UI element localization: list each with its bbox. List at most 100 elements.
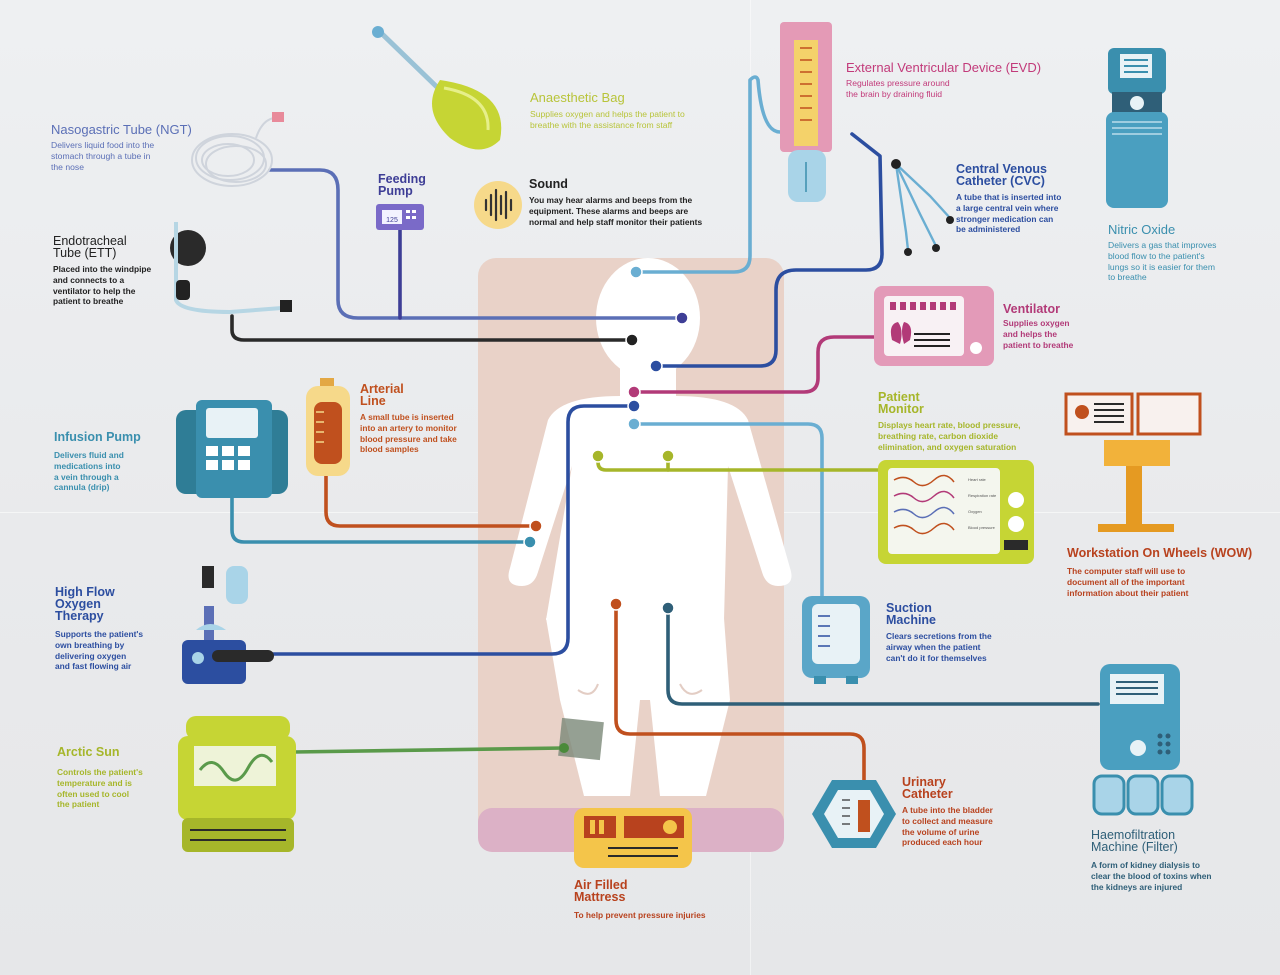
haemofiltration-machine-icon [1092, 664, 1194, 816]
haemo-connection-dot [661, 601, 675, 615]
ngt-connection-dot [675, 311, 689, 325]
ventilator-label: Ventilator Supplies oxygen and helps the… [1003, 303, 1123, 350]
cvc-catheter-icon [891, 159, 954, 256]
air-mattress-pump-icon [574, 808, 692, 868]
urinary-catheter-bag-icon [812, 780, 896, 848]
suction-description: Clears secretions from the airway when t… [886, 631, 992, 663]
evd-label: External Ventricular Device (EVD) Regula… [846, 60, 1066, 100]
ventilator-title: Ventilator [1003, 302, 1060, 316]
ett-description: Placed into the windpipe and connects to… [53, 264, 152, 307]
suction-connection-dot [627, 417, 641, 431]
evd-device-icon [780, 22, 832, 202]
ett-tube-icon [170, 222, 292, 315]
wow-description: The computer staff will use to document … [1067, 566, 1189, 598]
suction-title: Suction Machine [886, 601, 937, 627]
patient-monitor-description: Displays heart rate, blood pressure, bre… [878, 420, 1021, 452]
ngt-line [268, 168, 684, 320]
ventilator-description: Supplies oxygen and helps the patient to… [1003, 318, 1074, 350]
hfot-line [266, 404, 636, 656]
suction-machine-icon [802, 596, 870, 684]
sound-description: You may hear alarms and beeps from the e… [529, 195, 703, 227]
suction-label: Suction Machine Clears secretions from t… [886, 602, 1026, 663]
haemofiltration-title: Haemofiltration Machine (Filter) [1091, 828, 1178, 854]
wow-label: Workstation On Wheels (WOW) The computer… [1067, 547, 1267, 598]
patient-body-silhouette [508, 258, 792, 796]
cvc-label: Central Venous Catheter (CVC) A tube tha… [956, 163, 1116, 235]
cvc-title: Central Venous Catheter (CVC) [956, 162, 1047, 188]
urinary-catheter-title: Urinary Catheter [902, 775, 953, 801]
nitric-oxide-description: Delivers a gas that improves blood flow … [1108, 240, 1217, 283]
ngt-title: Nasogastric Tube (NGT) [51, 122, 192, 137]
nitric-oxide-label: Nitric Oxide Delivers a gas that improve… [1108, 222, 1268, 283]
arterial-line-label: Arterial Line A small tube is inserted i… [360, 383, 500, 455]
ventilator-connection-dot [627, 385, 641, 399]
infusion-pump-icon [176, 400, 288, 498]
arterial-line [324, 464, 538, 528]
nitric-oxide-title: Nitric Oxide [1108, 222, 1176, 237]
arctic-sun-title: Arctic Sun [57, 745, 120, 759]
sound-label: Sound You may hear alarms and beeps from… [529, 178, 759, 227]
arterial-line-description: A small tube is inserted into an artery … [360, 412, 457, 455]
infusion-pump-label: Infusion Pump Delivers fluid and medicat… [54, 431, 194, 493]
ventilator-line [632, 335, 876, 394]
arctic-sun-machine-icon [178, 716, 296, 852]
monitor-connection-dot [591, 449, 605, 463]
infusion-pump-description: Delivers fluid and medications into a ve… [54, 450, 124, 493]
arctic-sun-description: Controls the patient's temperature and i… [57, 767, 143, 810]
wow-title: Workstation On Wheels (WOW) [1067, 546, 1253, 560]
monitor-trace-label-blood-pressure: Blood pressure [968, 525, 996, 530]
arctic-connection-dot [559, 743, 569, 753]
urinary-catheter-label: Urinary Catheter A tube into the bladder… [902, 776, 1032, 848]
monitor-trace-label-oxygen: Oxygen [968, 509, 982, 514]
hfot-connection-dot [627, 399, 641, 413]
arctic-line [292, 746, 566, 754]
anaesthetic-bag-label: Anaesthetic Bag Supplies oxygen and help… [530, 90, 750, 131]
ett-title: Endotracheal Tube (ETT) [53, 234, 127, 260]
high-flow-oxygen-therapy-icon [182, 566, 274, 684]
feeding-pump-title: Feeding Pump [378, 172, 426, 198]
ngt-tube-icon [191, 112, 284, 187]
suction-line [632, 422, 824, 598]
anaesthetic-bag-description: Supplies oxygen and helps the patient to… [530, 109, 685, 130]
haemo-line [666, 606, 1100, 706]
evd-title: External Ventricular Device (EVD) [846, 60, 1042, 75]
arterial-line-bag-icon [306, 378, 350, 476]
arterial-connection-dot [529, 519, 543, 533]
urinary-line [614, 602, 866, 824]
monitor-trace-label-respiration: Respiration rate [968, 493, 997, 498]
urinary-catheter-description: A tube into the bladder to collect and m… [902, 805, 993, 848]
arterial-line-title: Arterial Line [360, 382, 404, 408]
workstation-on-wheels-icon [1064, 392, 1202, 532]
mattress-description: To help prevent pressure injuries [574, 910, 706, 920]
hfot-title: High Flow Oxygen Therapy [55, 585, 115, 623]
patient-monitor-title: Patient Monitor [878, 390, 924, 416]
sound-waveform-icon [474, 181, 522, 229]
hfot-label: High Flow Oxygen Therapy Supports the pa… [55, 586, 185, 672]
cvc-description: A tube that is inserted into a large cen… [956, 192, 1062, 235]
evd-connection-dot [629, 265, 643, 279]
ngt-label: Nasogastric Tube (NGT) Delivers liquid f… [51, 122, 251, 172]
infusion-pump-title: Infusion Pump [54, 430, 141, 444]
mattress-label: Air Filled Mattress To help prevent pres… [574, 879, 774, 921]
arctic-sun-label: Arctic Sun Controls the patient's temper… [57, 746, 177, 810]
hfot-description: Supports the patient's own breathing by … [55, 629, 144, 672]
anaesthetic-bag-icon [372, 26, 502, 150]
feeding-pump-screen-text: 125 [386, 217, 398, 224]
patient-monitor-icon [878, 460, 1034, 564]
ett-line [230, 314, 634, 342]
anaesthetic-bag-title: Anaesthetic Bag [530, 90, 625, 105]
monitor-connection-dot-2 [661, 449, 675, 463]
mattress-title: Air Filled Mattress [574, 878, 628, 904]
haemofiltration-description: A form of kidney dialysis to clear the b… [1091, 860, 1212, 892]
ett-connection-dot [625, 333, 639, 347]
infusion-connection-dot [523, 535, 537, 549]
evd-line [634, 75, 782, 274]
urinary-connection-dot [609, 597, 623, 611]
cvc-connection-dot [649, 359, 663, 373]
ngt-description: Delivers liquid food into the stomach th… [51, 140, 155, 172]
feeding-pump-icon [376, 204, 424, 230]
sound-title: Sound [529, 177, 568, 191]
patient-monitor-label: Patient Monitor Displays heart rate, blo… [878, 391, 1068, 452]
